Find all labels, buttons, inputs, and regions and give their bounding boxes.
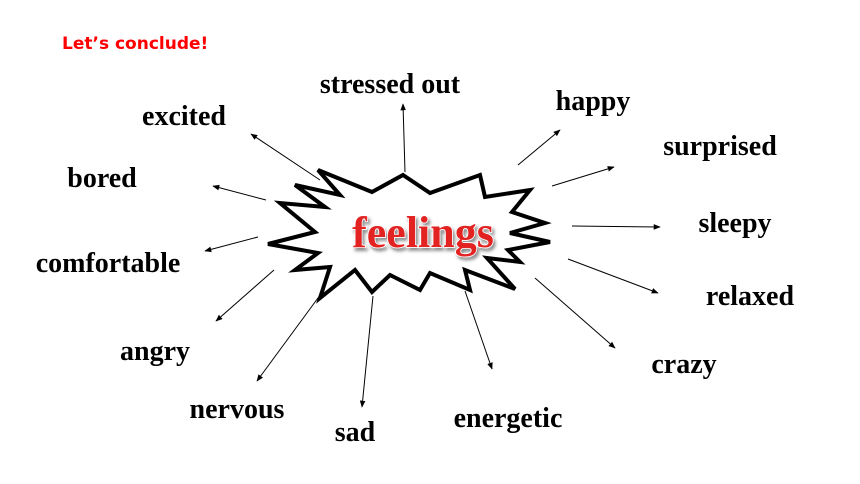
arrow-to-crazy xyxy=(534,277,616,349)
connector-arrows xyxy=(204,103,661,408)
arrow-to-bored xyxy=(212,184,267,201)
feeling-word-relaxed: relaxed xyxy=(706,281,795,312)
arrow-to-angry xyxy=(215,269,275,322)
center-label-feelings: feelings xyxy=(352,208,494,257)
arrow-to-relaxed xyxy=(567,258,659,294)
feeling-word-crazy: crazy xyxy=(651,349,716,380)
arrow-to-happy xyxy=(517,129,561,166)
arrow-to-excited xyxy=(250,133,321,181)
arrow-to-surprised xyxy=(551,166,615,187)
burst-shape xyxy=(267,168,552,304)
feeling-word-happy: happy xyxy=(556,86,631,117)
arrow-to-comfortable xyxy=(204,236,259,253)
slide-title: Let’s conclude! xyxy=(62,34,209,54)
feeling-word-nervous: nervous xyxy=(190,394,285,425)
feeling-word-bored: bored xyxy=(67,163,137,194)
arrow-to-nervous xyxy=(256,282,330,382)
feeling-word-energetic: energetic xyxy=(454,403,563,434)
feeling-word-sad: sad xyxy=(335,417,376,448)
arrow-to-stressed-out xyxy=(400,103,406,173)
feeling-word-comfortable: comfortable xyxy=(36,248,181,279)
arrow-to-sad xyxy=(359,295,374,408)
arrow-to-energetic xyxy=(464,290,493,370)
arrow-to-sleepy xyxy=(571,224,661,230)
feeling-word-surprised: surprised xyxy=(663,131,777,162)
feeling-word-sleepy: sleepy xyxy=(698,208,771,239)
feeling-words: stressed out happy surprised sleepy relaxed c… xyxy=(36,69,795,448)
feeling-word-excited: excited xyxy=(142,101,226,132)
feeling-word-stressed-out: stressed out xyxy=(320,69,461,100)
feeling-word-angry: angry xyxy=(120,336,190,367)
